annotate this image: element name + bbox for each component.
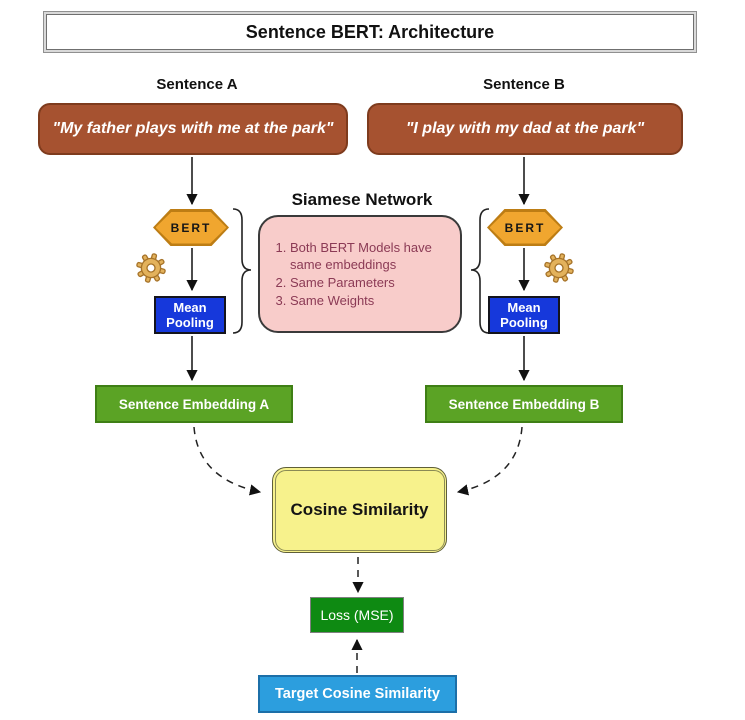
cosine-similarity-label: Cosine Similarity — [290, 500, 429, 519]
siamese-network-heading: Siamese Network — [291, 190, 433, 209]
sentence-embedding-a-box: Sentence Embedding A — [95, 385, 293, 423]
siamese-notes-list: Both BERT Models have same embeddings Sa… — [260, 238, 460, 311]
sentence-b-quote: "I play with my dad at the park" — [405, 120, 645, 137]
sentence-embedding-b-box: Sentence Embedding B — [425, 385, 623, 423]
right-curly-brace-icon — [470, 208, 490, 334]
loss-mse-box: Loss (MSE) — [310, 597, 404, 633]
target-cosine-similarity-box: Target Cosine Similarity — [258, 675, 457, 713]
sentence-a-quote: "My father plays with me at the park" — [52, 120, 334, 137]
mean-pooling-a-box: Mean Pooling — [154, 296, 226, 334]
gear-icon — [136, 253, 166, 283]
siamese-notes-box: Both BERT Models have same embeddings Sa… — [258, 215, 462, 333]
cosine-similarity-box: Cosine Similarity — [272, 467, 447, 553]
page-title: Sentence BERT: Architecture — [245, 21, 495, 42]
bert-node-a: BERT — [153, 209, 229, 246]
mean-pooling-b-box: Mean Pooling — [488, 296, 560, 334]
bert-node-b-label: BERT — [504, 220, 546, 235]
siamese-note-item: Both BERT Models have same embeddings — [290, 239, 454, 273]
diagram-title-box: Sentence BERT: Architecture — [43, 11, 697, 53]
bert-node-a-fill — [155, 211, 227, 244]
dashed-arrow-embedding-a-to-cosine — [193, 426, 262, 496]
sentence-b-box: "I play with my dad at the park" — [367, 103, 683, 155]
bert-node-a-label: BERT — [170, 220, 212, 235]
left-curly-brace-icon — [232, 208, 252, 334]
dashed-arrow-embedding-b-to-cosine — [456, 426, 523, 496]
bert-node-b: BERT — [487, 209, 563, 246]
gear-icon — [544, 253, 574, 283]
sentence-a-box: "My father plays with me at the park" — [38, 103, 348, 155]
siamese-note-item: Same Weights — [290, 292, 454, 309]
bert-node-b-fill — [489, 211, 561, 244]
sentence-a-heading: Sentence A — [156, 76, 238, 93]
siamese-note-item: Same Parameters — [290, 274, 454, 291]
sentence-b-heading: Sentence B — [483, 76, 565, 93]
